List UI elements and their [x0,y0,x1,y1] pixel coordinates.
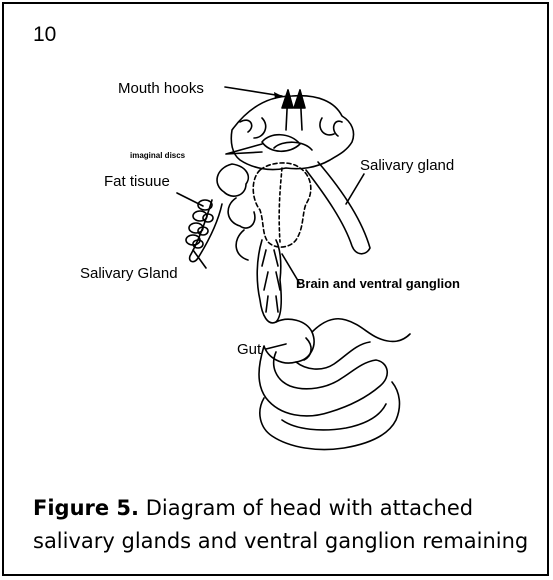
imaginal-discs [262,135,312,152]
label-mouth-hooks: Mouth hooks [118,80,204,97]
figure-caption: Figure 5. Diagram of head with attached … [33,492,538,558]
mouth-hooks-leader [225,87,282,96]
label-imaginal-discs: imaginal discs [130,151,186,160]
label-gut: Gut [237,341,262,358]
gut [259,319,387,416]
salivary-gland-right-leader [346,174,364,204]
fat-tissue-leader [177,193,203,206]
gut-leader [266,344,286,349]
salivary-gland-right [306,162,370,254]
label-fat-tissue: Fat tisuue [104,173,170,190]
caption-figure-number: Figure 5. [33,496,139,520]
label-salivary-gland-left: Salivary Gland [80,265,178,282]
salivary-gland-left-leader [193,250,206,268]
label-brain-ventral: Brain and ventral ganglion [296,276,460,291]
label-salivary-gland-right: Salivary gland [360,157,454,174]
